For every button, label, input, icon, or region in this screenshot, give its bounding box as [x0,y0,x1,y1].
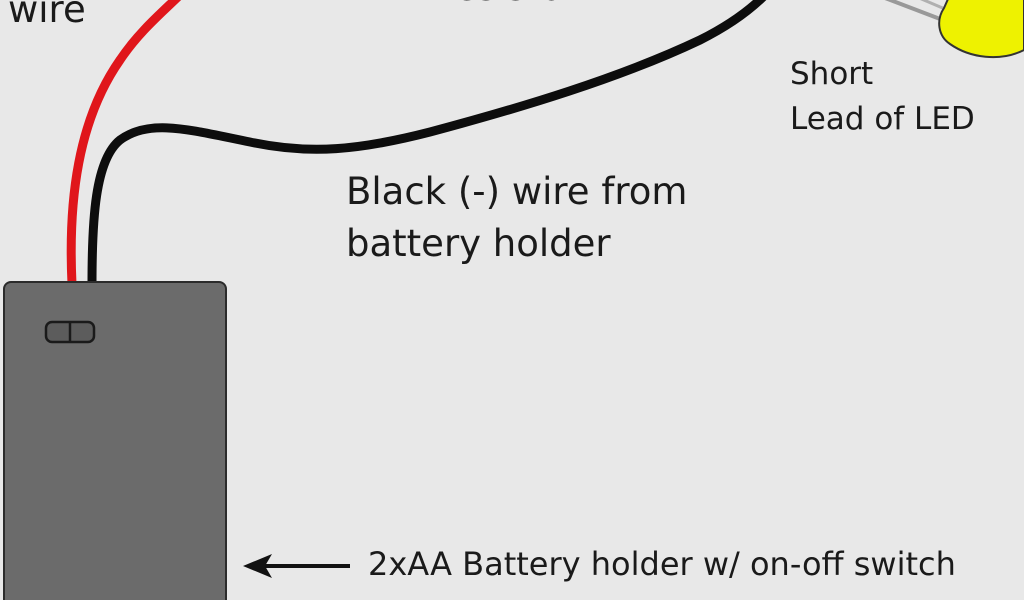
label-top-partial: Resistor [430,0,578,14]
left-arrow-icon [243,554,350,578]
on-off-switch-icon [44,320,96,344]
battery-holder-body [3,281,227,600]
label-wire-partial: wire [8,0,86,31]
label-black-wire-line1: Black (-) wire from [346,170,688,213]
label-black-wire-line2: battery holder [346,222,611,265]
red-wire [66,0,182,289]
label-battery-holder: 2xAA Battery holder w/ on-off switch [368,545,956,583]
led-icon [938,0,1024,59]
black-wire [87,0,767,289]
led-lead-short [884,0,949,24]
label-led-short-line1: Short [790,56,874,92]
label-led-short-line2: Lead of LED [790,101,975,137]
